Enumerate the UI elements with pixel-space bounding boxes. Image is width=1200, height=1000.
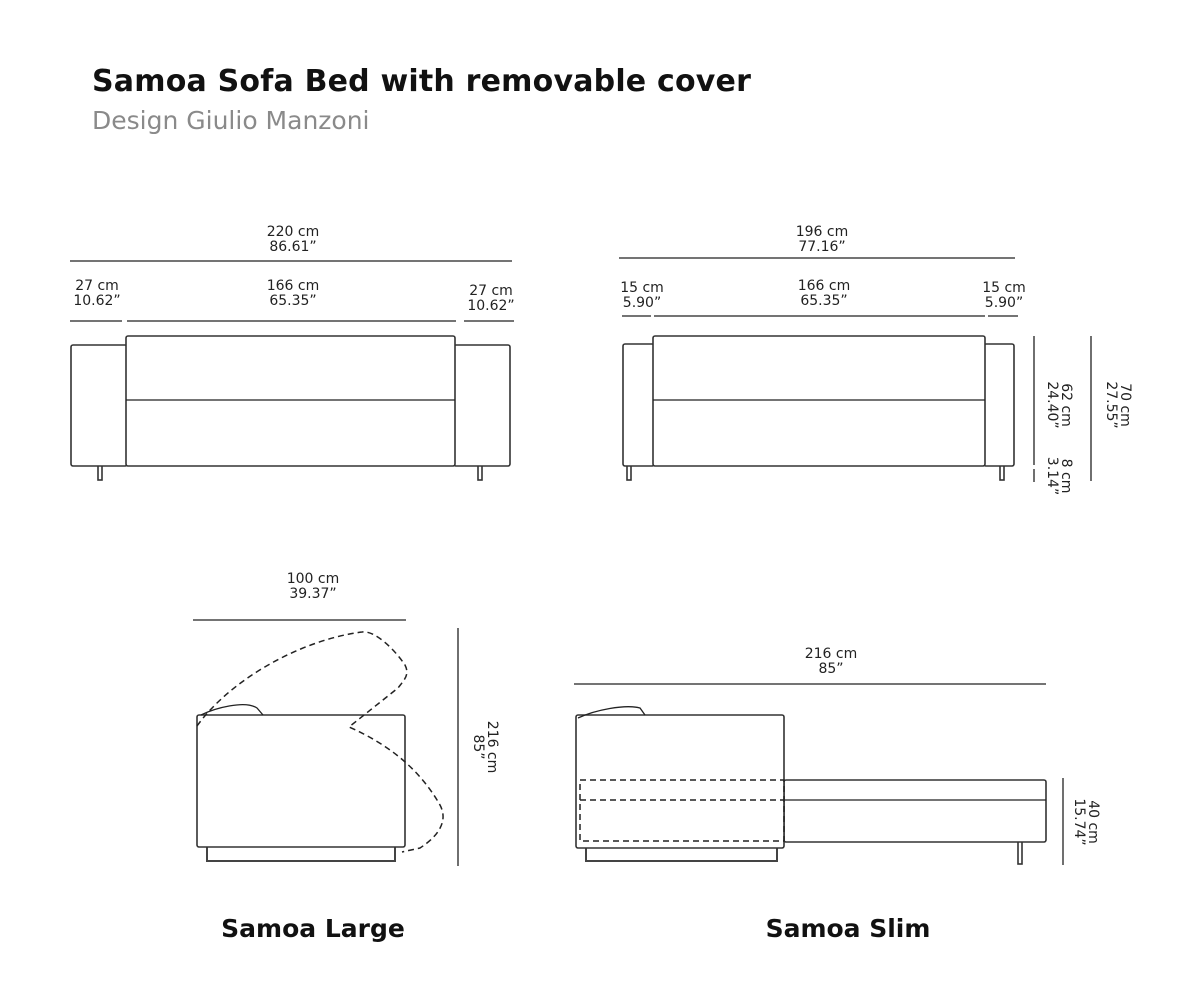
slim-front-view: 196 cm 77.16” 15 cm 5.90” 166 cm 65.35” … <box>619 224 1133 495</box>
sofa-body <box>196 714 406 848</box>
sofa-right-arm <box>453 344 511 467</box>
dimension-label-cm: 15 cm <box>982 280 1026 296</box>
dimension-label-cm: 216 cm <box>805 646 858 662</box>
headrest-cushion <box>577 706 646 719</box>
dimension-label-cm: 166 cm <box>798 278 851 294</box>
dimension-label-cm: 15 cm <box>620 280 664 296</box>
page-title: Samoa Sofa Bed with removable cover <box>92 64 752 99</box>
designer-subtitle: Design Giulio Manzoni <box>92 106 370 135</box>
dimension-label-cm: 40 cm <box>1085 800 1101 844</box>
bed-leg <box>1017 839 1023 865</box>
dimension-label-in: 85” <box>470 734 486 759</box>
bed-unfold-path <box>196 631 444 853</box>
dimension-label-in: 15.74” <box>1071 798 1087 845</box>
dimension-label-in: 39.37” <box>289 586 336 602</box>
dimension-label-cm: 216 cm <box>484 721 500 774</box>
dimension-label-in: 27.55” <box>1103 381 1119 428</box>
sofa-back-and-seat <box>125 335 456 467</box>
sofa-base-frame <box>585 846 778 862</box>
dimension-label-in: 77.16” <box>798 239 845 255</box>
large-side-view: 100 cm 39.37” 216 cm 85” <box>193 571 500 866</box>
dimension-label-in: 65.35” <box>800 293 847 309</box>
dimension-label-in: 10.62” <box>467 298 514 314</box>
dimension-label-cm: 27 cm <box>75 278 119 294</box>
dimension-label-in: 5.90” <box>985 295 1023 311</box>
dimension-label-in: 85” <box>818 661 843 677</box>
dimension-label-cm: 100 cm <box>287 571 340 587</box>
caption-samoa-slim: Samoa Slim <box>765 914 931 943</box>
dimension-label-cm: 196 cm <box>796 224 849 240</box>
slim-side-view: 216 cm 85” 40 cm 15.74” <box>574 646 1101 865</box>
sofa-back-and-seat <box>652 335 986 467</box>
sofa-body <box>575 714 785 849</box>
dimension-label-cm: 62 cm <box>1058 383 1074 427</box>
headrest-cushion <box>200 704 264 716</box>
dimension-label-in: 3.14” <box>1044 457 1060 495</box>
dimension-label-in: 86.61” <box>269 239 316 255</box>
dimension-label-in: 24.40” <box>1044 381 1060 428</box>
sofa-base-frame <box>206 845 396 862</box>
sofa-left-arm <box>70 344 128 467</box>
dimension-label-cm: 8 cm <box>1058 459 1074 494</box>
sofa-right-arm <box>983 343 1015 467</box>
caption-samoa-large: Samoa Large <box>221 914 405 943</box>
dimension-label-in: 65.35” <box>269 293 316 309</box>
dimension-label-cm: 166 cm <box>267 278 320 294</box>
dimension-label-cm: 70 cm <box>1117 383 1133 427</box>
dimension-label-cm: 220 cm <box>267 224 320 240</box>
bed-extension <box>783 779 1047 843</box>
dimension-label-cm: 27 cm <box>469 283 513 299</box>
dimension-label-in: 10.62” <box>73 293 120 309</box>
dimension-label-in: 5.90” <box>623 295 661 311</box>
stored-bed-outline <box>579 779 785 842</box>
large-front-view: 220 cm 86.61” 27 cm 10.62” 166 cm 65.35”… <box>70 224 515 481</box>
sofa-left-arm <box>622 343 655 467</box>
